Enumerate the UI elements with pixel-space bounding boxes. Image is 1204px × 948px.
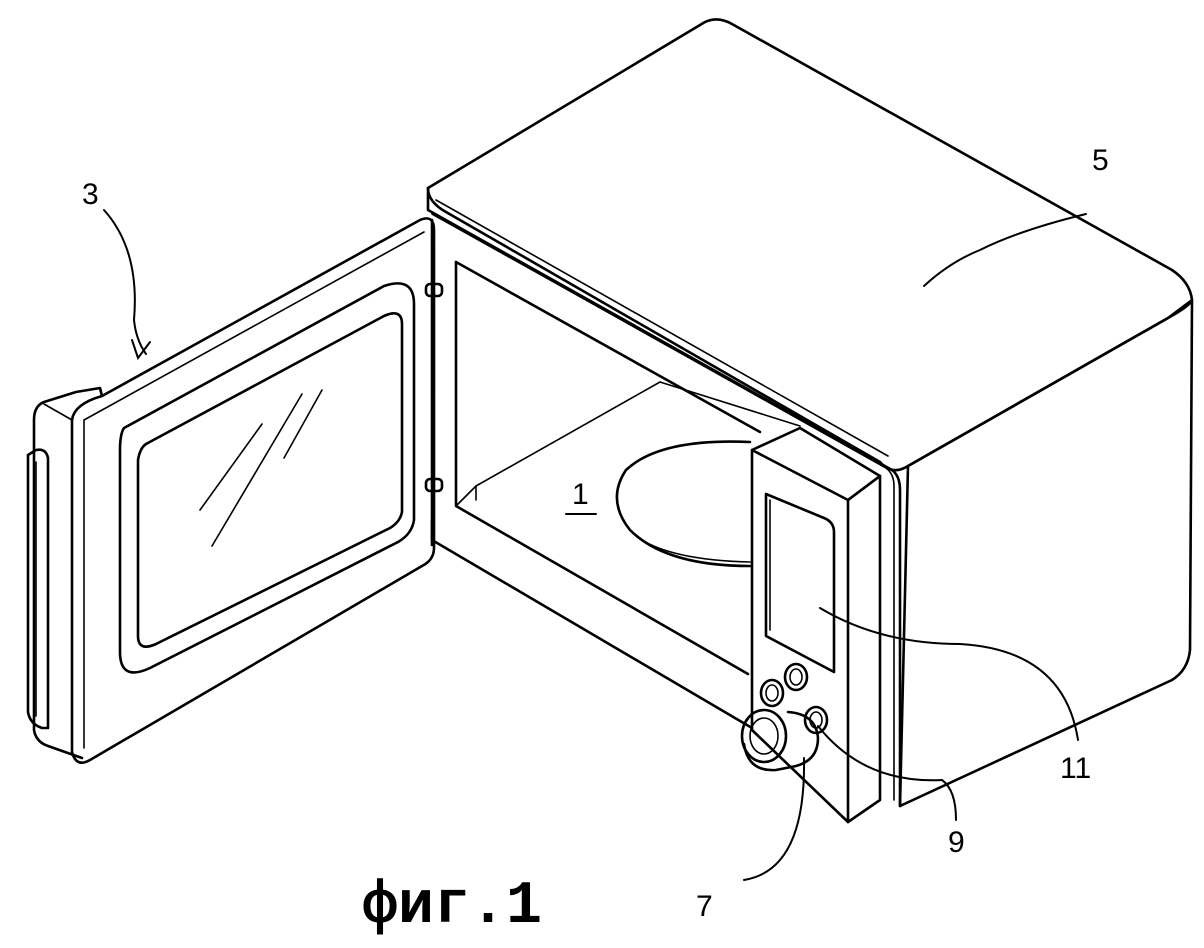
- cavity-back-edge: [455, 381, 661, 507]
- cavity-opening: [454, 260, 750, 676]
- leader-9: [817, 725, 957, 821]
- door-edge: [32, 386, 104, 760]
- control-panel: [740, 426, 882, 824]
- glass-reflection-1: [199, 423, 263, 511]
- glass-reflection-3: [283, 389, 323, 459]
- label-knob: 7: [696, 890, 713, 923]
- front-panel: [430, 218, 754, 730]
- cabinet-front-frame: [426, 186, 902, 808]
- glass-reflection-2: [211, 393, 303, 547]
- leader-3: [103, 209, 147, 355]
- leader-5: [923, 213, 1087, 287]
- leader-lines: [103, 209, 1087, 881]
- cabinet: [426, 18, 1194, 808]
- cabinet-top-face: [426, 18, 1194, 472]
- turntable: [615, 440, 752, 568]
- oven-front: [430, 218, 801, 730]
- leader-11: [819, 607, 1079, 741]
- figure-caption: фиг.1: [362, 873, 542, 941]
- button-1: [783, 662, 809, 692]
- door-window-frame: [118, 282, 416, 674]
- door-window: [136, 312, 404, 648]
- label-buttons: 9: [948, 826, 965, 859]
- control-knob: [740, 708, 820, 772]
- cabinet-right-face: [898, 298, 1194, 808]
- leader-7: [743, 757, 806, 881]
- button-2: [759, 678, 785, 708]
- door: [26, 217, 436, 764]
- door-outer: [70, 217, 436, 764]
- reference-labels: 3 5 1 11 9 7: [82, 144, 1109, 923]
- label-door: 3: [82, 178, 99, 211]
- door-handle: [26, 448, 50, 730]
- label-cabinet: 5: [1092, 144, 1109, 177]
- label-display: 11: [1060, 752, 1091, 785]
- label-turntable: 1: [572, 478, 589, 511]
- display-window: [764, 492, 836, 674]
